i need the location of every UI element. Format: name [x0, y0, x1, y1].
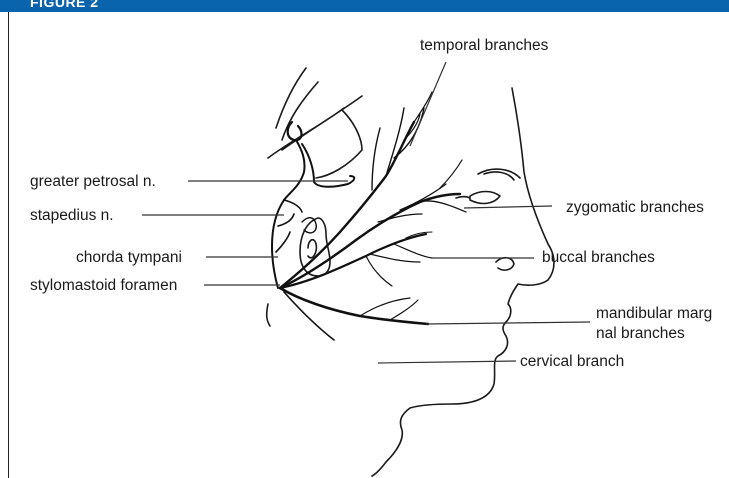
label-mandibular-line1: mandibular marg [596, 305, 712, 322]
label-stylomastoid-foramen: stylomastoid foramen [30, 277, 177, 294]
label-zygomatic-branches: zygomatic branches [566, 199, 704, 216]
facial-nerve-branches [280, 92, 466, 340]
labels: temporal branches greater petrosal n. zy… [30, 37, 712, 370]
label-greater-petrosal: greater petrosal n. [30, 173, 156, 190]
label-cervical-branch: cervical branch [520, 353, 624, 370]
label-chorda-tympani: chorda tympani [76, 249, 182, 266]
label-buccal-branches: buccal branches [542, 249, 655, 266]
label-temporal-branches: temporal branches [420, 37, 549, 54]
label-mandibular-line2: nal branches [596, 325, 685, 342]
label-stapedius: stapedius n. [30, 207, 114, 224]
